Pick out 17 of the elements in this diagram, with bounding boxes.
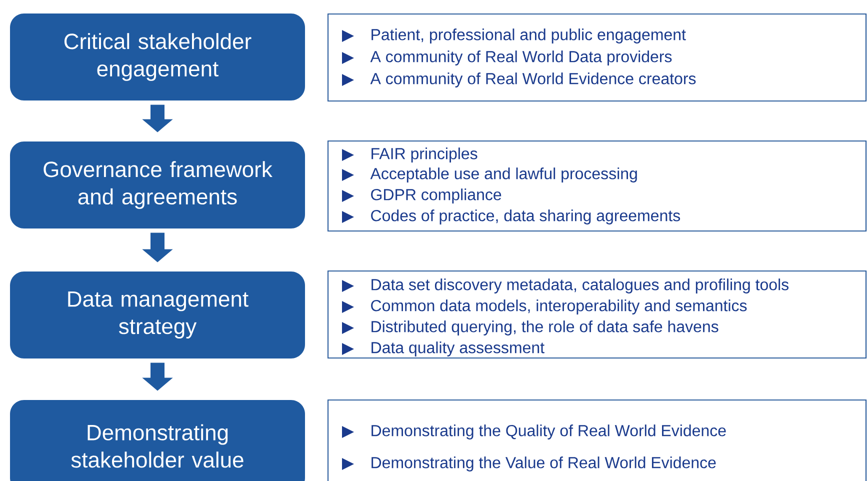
bullet-item: A community of Real World Data providers	[342, 50, 672, 66]
bullet-item: Demonstrating the Value of Real World Evidence	[342, 456, 716, 472]
bullet-item: A community of Real World Evidence creators	[342, 72, 696, 88]
stage-box: Demonstrating stakeholder value	[10, 400, 305, 481]
stage-box: Governance framework and agreements	[10, 142, 305, 228]
bullet-item: Demonstrating the Quality of Real World Evidence	[342, 424, 726, 440]
bullet-item: Codes of practice, data sharing agreements	[342, 210, 680, 224]
bullet-item: Acceptable use and lawful processing	[342, 168, 637, 182]
bullet-item: GDPR compliance	[342, 188, 502, 204]
stage-box: Data management strategy	[10, 272, 305, 358]
bullet-item: Patient, professional and public engagement	[342, 28, 686, 44]
bullet-item: Data set discovery metadata, catalogues and profiling tools	[342, 278, 789, 294]
bullet-item: Common data models, interoperability and semantics	[342, 300, 747, 314]
stage-box: Critical stakeholder engagement	[10, 14, 305, 100]
bullet-item: FAIR principles	[342, 148, 478, 162]
bullet-item: Distributed querying, the role of data safe havens	[342, 320, 718, 336]
bullet-item: Data quality assessment	[342, 342, 544, 356]
